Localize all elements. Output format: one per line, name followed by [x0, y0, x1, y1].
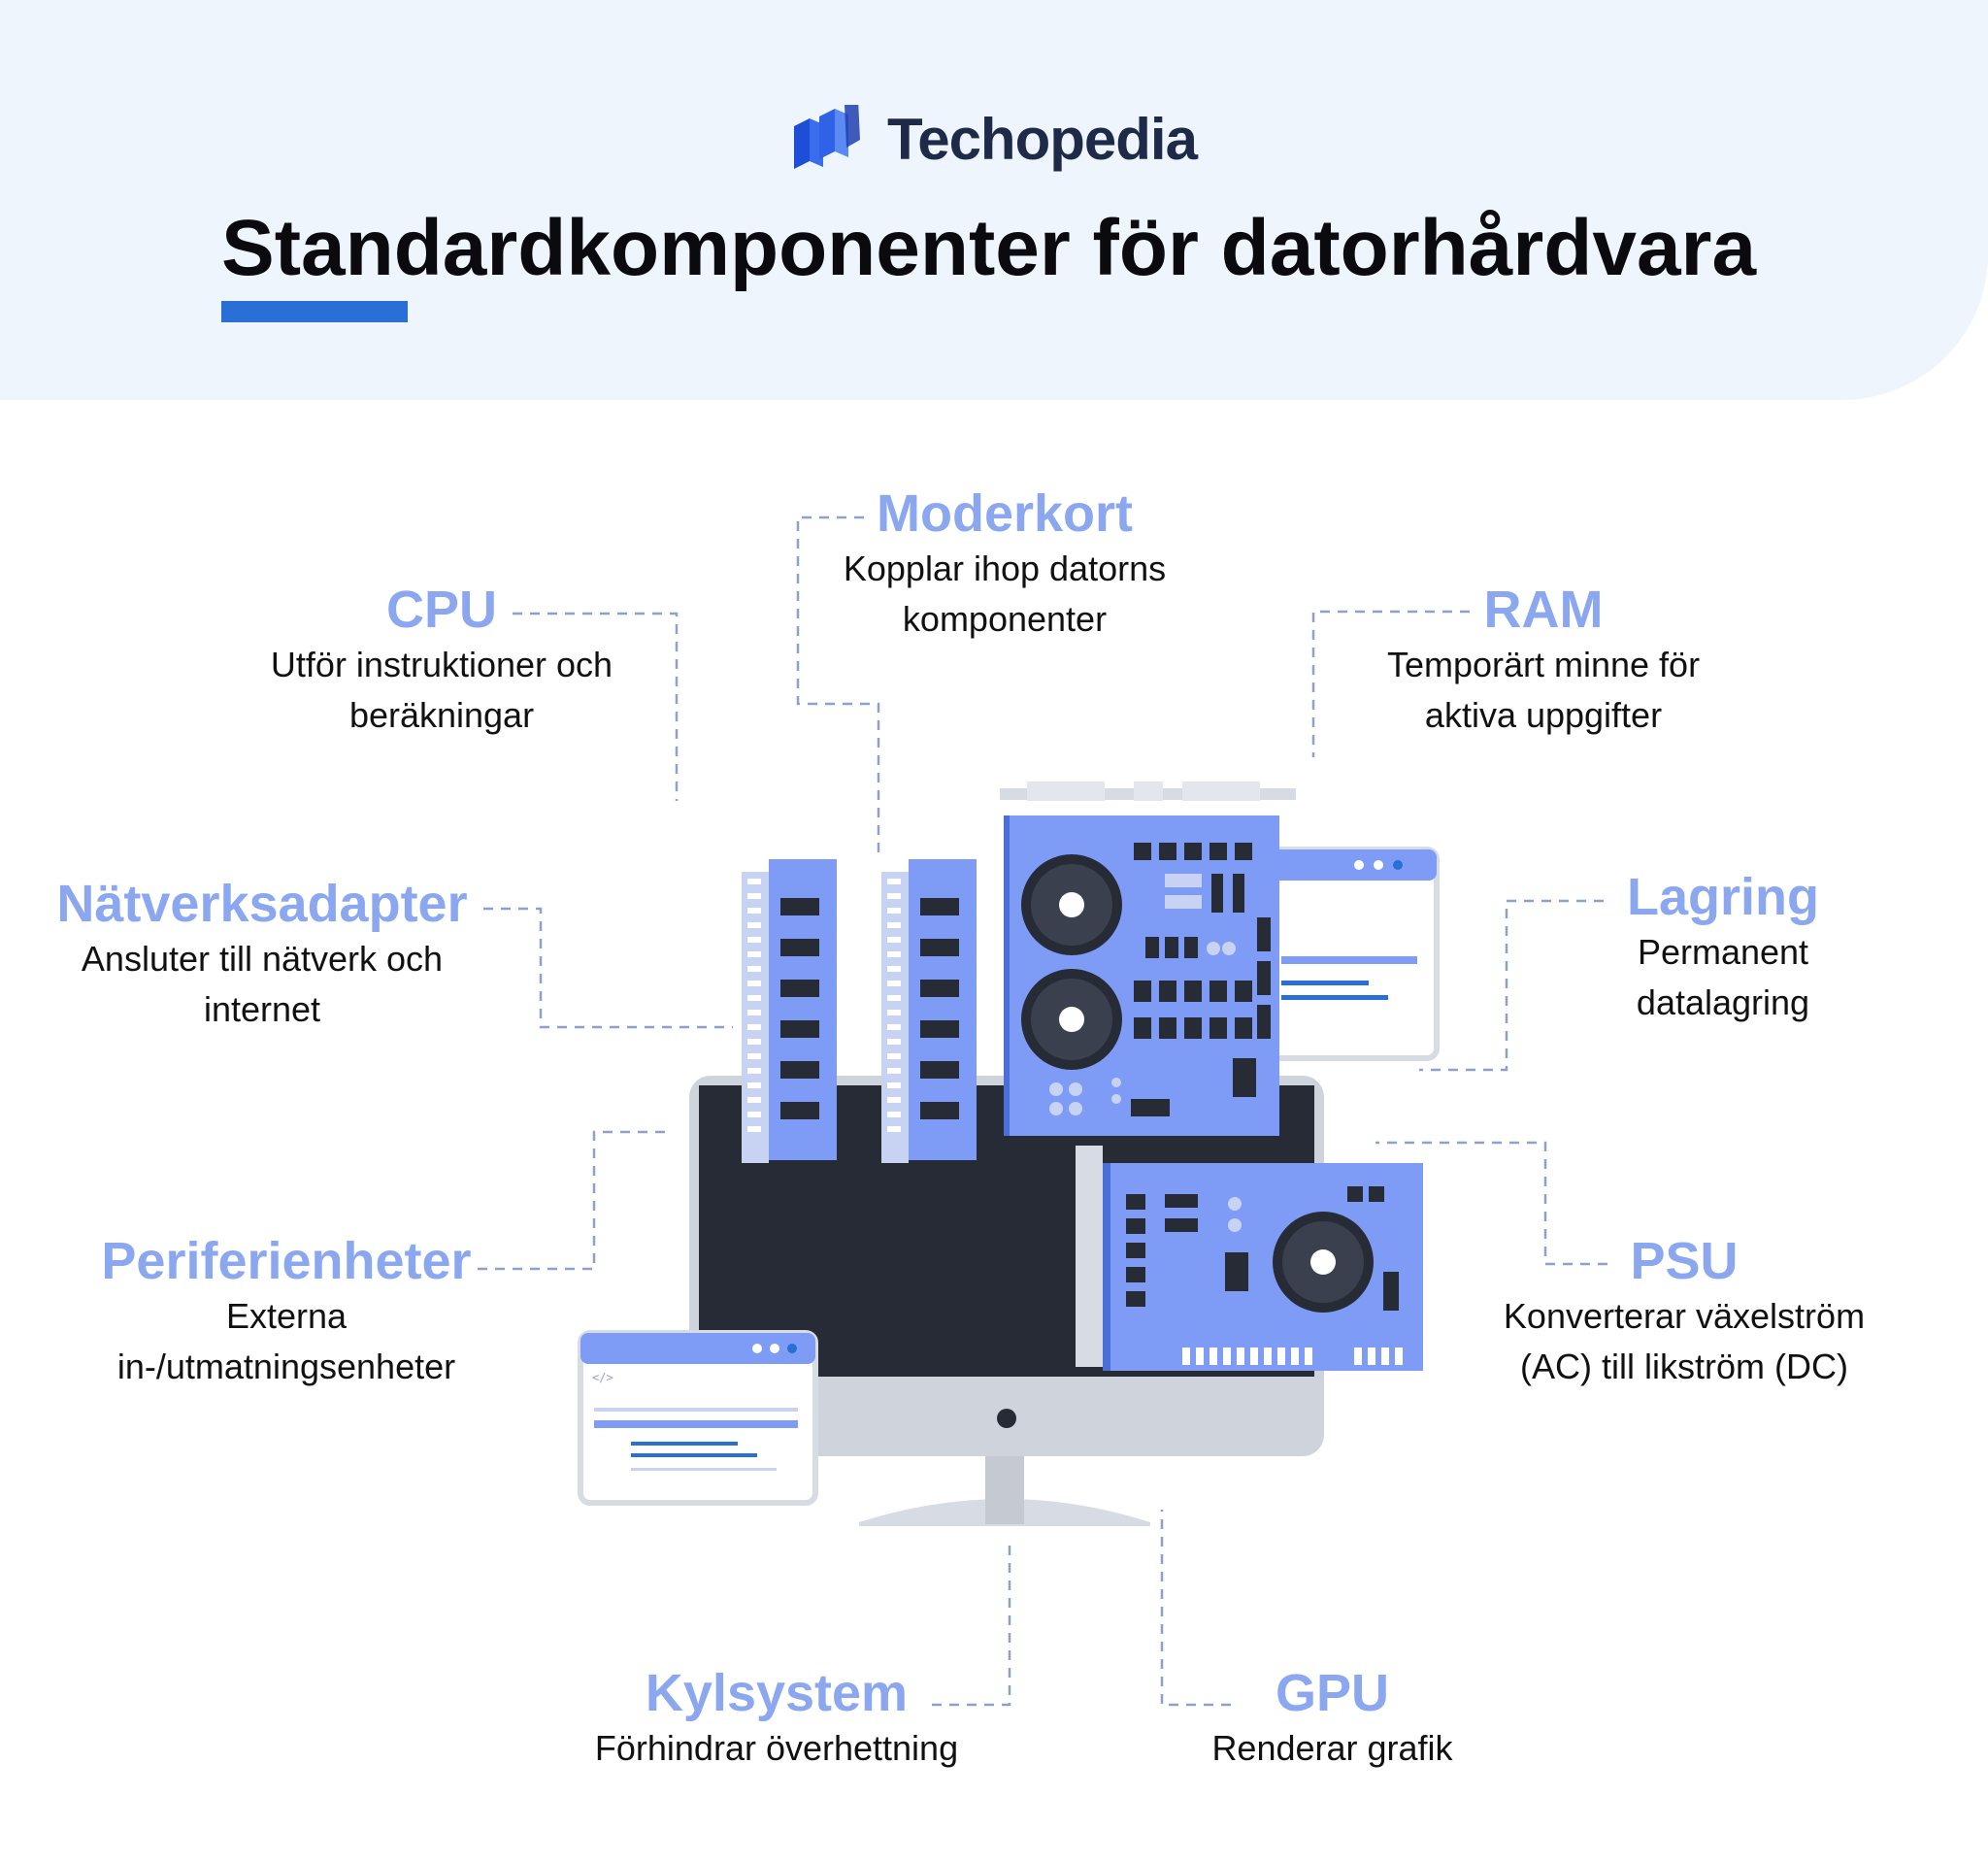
connector-gpu: [1160, 1510, 1231, 1707]
monitor-neck: [985, 1447, 1024, 1524]
periferienheter-desc-1: Externa: [225, 1296, 348, 1336]
kylsystem-desc-1: Förhindrar överhettning: [594, 1728, 959, 1768]
ram-label: RAM: [1483, 581, 1604, 639]
gpu-label: GPU: [1275, 1664, 1390, 1722]
cpu-desc-2: beräkningar: [348, 695, 535, 735]
psu-desc-2: (AC) till likström (DC): [1520, 1347, 1848, 1386]
title-underline: [221, 301, 408, 322]
ram-desc-1: Temporärt minne för: [1386, 645, 1701, 684]
moderkort-label: Moderkort: [876, 484, 1133, 543]
cpu-label: CPU: [385, 581, 497, 639]
component-lagring: Lagring Permanent datalagring: [1573, 867, 1873, 1028]
code-window-label: </>: [592, 1371, 613, 1384]
gpu-card: [1076, 1146, 1423, 1371]
storage-window: [1269, 847, 1440, 1061]
connector-lines: [478, 516, 1607, 1707]
component-kylsystem: Kylsystem Förhindrar överhettning: [578, 1663, 976, 1774]
brand-name: Techopedia: [887, 107, 1198, 172]
connector-lagring: [1419, 899, 1604, 1072]
moderkort-desc-1: Kopplar ihop datorns: [843, 549, 1167, 588]
component-cpu: CPU Utför instruktioner och beräkningar: [238, 580, 646, 741]
motherboard: [1000, 782, 1296, 1136]
natverksadapter-desc-2: internet: [203, 989, 321, 1029]
lagring-label: Lagring: [1627, 868, 1819, 926]
lagring-desc-1: Permanent: [1637, 932, 1809, 972]
page-title: Standardkomponenter för datorhårdvara: [221, 204, 1757, 292]
kylsystem-label: Kylsystem: [645, 1664, 909, 1722]
connector-periferi: [478, 1130, 668, 1271]
component-gpu: GPU Renderar grafik: [1189, 1663, 1475, 1774]
cpu-desc-1: Utför instruktioner och: [270, 645, 613, 684]
moderkort-desc-2: komponenter: [902, 599, 1108, 639]
periferienheter-label: Periferienheter: [101, 1232, 472, 1290]
psu-label: PSU: [1630, 1232, 1739, 1290]
component-natverksadapter: Nätverksadapter Ansluter till nätverk oc…: [53, 874, 471, 1035]
gpu-desc-1: Renderar grafik: [1211, 1728, 1453, 1768]
periferienheter-desc-2: in-/utmatningsenheter: [116, 1347, 456, 1386]
header-banner: Techopedia Standardkomponenter för dator…: [0, 0, 1988, 400]
natverksadapter-desc-1: Ansluter till nätverk och: [81, 939, 444, 979]
component-ram: RAM Temporärt minne för aktiva uppgifter: [1354, 580, 1733, 741]
connector-kylsystem: [932, 1544, 1011, 1707]
ram-desc-2: aktiva uppgifter: [1424, 695, 1663, 735]
ram-stick-1: [742, 859, 837, 1163]
connector-psu: [1375, 1141, 1607, 1266]
psu-desc-1: Konverterar växelström: [1503, 1296, 1866, 1336]
component-moderkort: Moderkort Kopplar ihop datorns komponent…: [811, 483, 1199, 645]
ram-stick-2: [881, 859, 977, 1163]
component-periferienheter: Periferienheter Externa in-/utmatningsen…: [87, 1231, 485, 1392]
component-psu: PSU Konverterar växelström (AC) till lik…: [1480, 1231, 1888, 1392]
connector-cpu: [513, 612, 679, 801]
connector-ram: [1311, 610, 1470, 757]
code-window: </>: [578, 1330, 818, 1506]
natverksadapter-label: Nätverksadapter: [56, 875, 468, 933]
monitor-power-dot: [997, 1409, 1016, 1428]
lagring-desc-2: datalagring: [1636, 982, 1810, 1022]
connector-natverk: [483, 907, 733, 1029]
techopedia-logo-icon: [794, 105, 860, 169]
connector-moderkort: [796, 516, 880, 854]
